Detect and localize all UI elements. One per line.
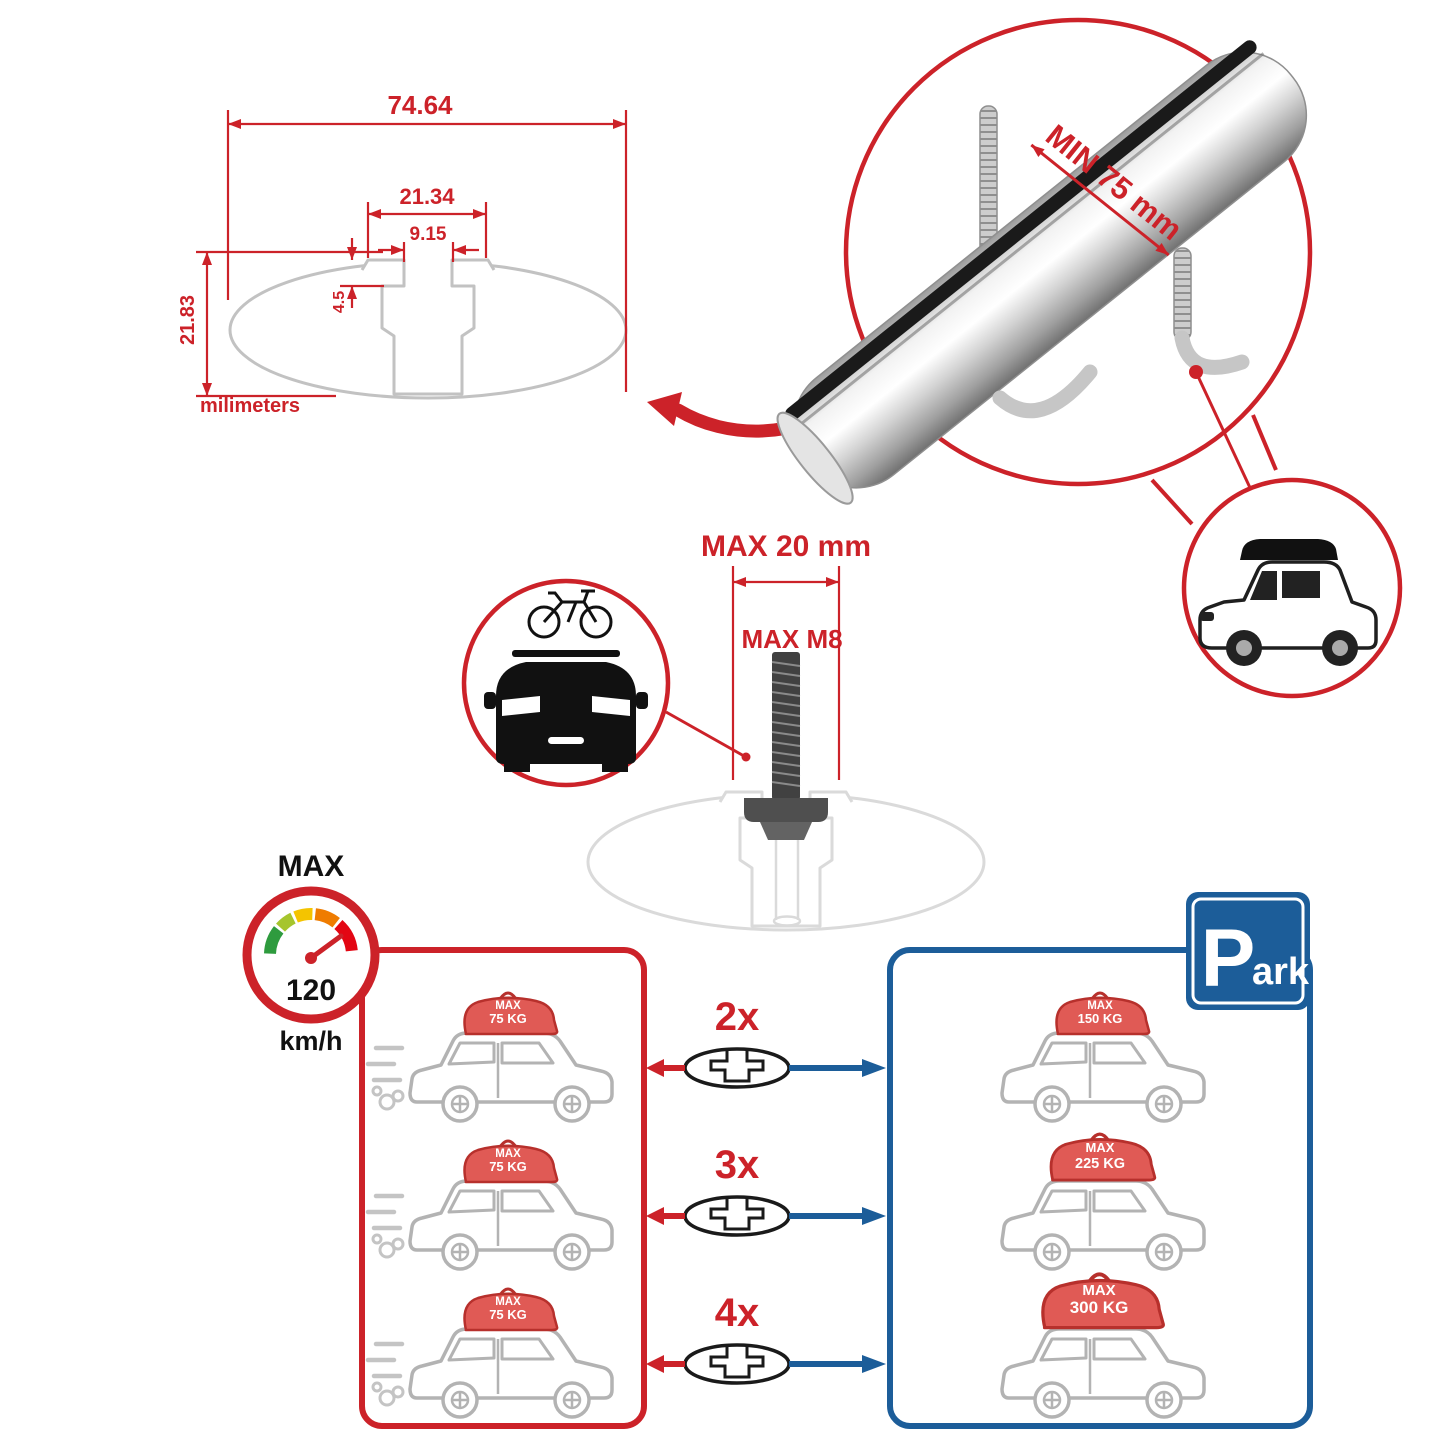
- dim-height-label: 21.83: [177, 295, 199, 345]
- ghost-shaft-tip: [772, 915, 802, 927]
- dim-width: 74.64: [226, 90, 628, 392]
- bag-label-1: MAX: [495, 1000, 521, 1012]
- callout-line: [1194, 371, 1254, 493]
- mirror-right: [636, 692, 648, 709]
- speed-value: 120: [286, 974, 336, 1007]
- bolt-threads: [771, 661, 801, 787]
- red-arrow-3: [646, 1355, 664, 1373]
- gauge-arc: [264, 908, 358, 955]
- dim-channel-opening-label: 9.15: [410, 224, 447, 245]
- dim-height: 21.83: [177, 250, 383, 398]
- dim-lip-depth-label: 4.5: [331, 291, 348, 313]
- dim-lip-depth: 4.5: [331, 238, 384, 313]
- park-sign-suffix: ark: [1252, 951, 1310, 993]
- mini-profile-1: [683, 1047, 791, 1089]
- blue-arrow-3: [862, 1355, 886, 1373]
- clamp-hook-1: [992, 364, 1098, 419]
- cross-section-drawing: 74.64 21.34 9.15 4.5 21.83 milimeters: [177, 90, 628, 417]
- dim-channel-outer-label: 21.34: [399, 184, 455, 209]
- bag-weight-2: 75 KG: [489, 1159, 527, 1174]
- headlight-left: [502, 696, 540, 716]
- clamp-rod-2: [1173, 247, 1192, 341]
- connector-line-1: [1251, 414, 1278, 471]
- multiplier-rows: 2x 3x 4x: [646, 995, 886, 1385]
- bike-callout-dot: [741, 752, 751, 762]
- grille: [548, 737, 584, 744]
- multiplier-label-3: 4x: [715, 1291, 760, 1335]
- ghost-shaft: [774, 840, 800, 920]
- blue-arrow-1: [862, 1059, 886, 1077]
- dim-width-label: 74.64: [387, 90, 453, 120]
- parked-bag-weight-3: 300 KG: [1070, 1298, 1129, 1317]
- max-clamp-label: MAX 20 mm: [701, 530, 871, 563]
- bag-weight-1: 75 KG: [489, 1011, 527, 1026]
- crossbar-detail-circle: MIN 75 mm: [776, 17, 1313, 526]
- parked-bag-label-3: MAX: [1082, 1282, 1115, 1299]
- roof-rail: [512, 650, 620, 657]
- bolt-section: MAX 20 mm MAX M8: [586, 530, 986, 932]
- multiplier-label-1: 2x: [715, 995, 760, 1039]
- suv-body: [1198, 560, 1378, 650]
- red-arrow-1: [646, 1059, 664, 1077]
- car-front-body: [496, 662, 636, 764]
- headlight-right: [592, 696, 630, 716]
- parked-bag-weight-1: 150 KG: [1078, 1011, 1123, 1026]
- crossbar-profile-shape: [228, 246, 628, 400]
- dim-channel-opening: 9.15: [378, 224, 479, 262]
- bike-rack-circle: [461, 578, 751, 788]
- suv-headlight: [1200, 612, 1214, 621]
- mini-profile-2: [683, 1195, 791, 1237]
- bag-weight-3: 75 KG: [489, 1307, 527, 1322]
- connector-line-2: [1150, 478, 1194, 526]
- parked-cars: MAX 150 KG MAX 225 KG MAX 300 KG: [1000, 991, 1206, 1419]
- bolt-plate: [744, 798, 828, 822]
- multiplier-label-2: 3x: [715, 1143, 760, 1187]
- suv-roofbox-circle: [1181, 477, 1403, 699]
- speed-units: km/h: [279, 1026, 342, 1056]
- max-thread-label: MAX M8: [741, 624, 842, 654]
- mirror-left: [484, 692, 496, 709]
- units-label: milimeters: [200, 395, 300, 417]
- parked-bag-weight-2: 225 KG: [1075, 1156, 1125, 1172]
- bike-callout-line: [665, 710, 745, 758]
- dim-channel-outer: 21.34: [366, 184, 488, 258]
- mini-profile-3: [683, 1343, 791, 1385]
- blue-arrow-2: [862, 1207, 886, 1225]
- suv-windows: [1250, 571, 1320, 600]
- parked-bag-label-1: MAX: [1087, 1000, 1113, 1012]
- bag-label-2: MAX: [495, 1148, 521, 1160]
- parked-bag-label-2: MAX: [1086, 1140, 1115, 1155]
- roof-box: [1240, 539, 1338, 560]
- park-sign: P ark: [1186, 892, 1310, 1010]
- bag-label-3: MAX: [495, 1296, 521, 1308]
- clamp-hook-2: [1174, 330, 1250, 375]
- bike-icon: [527, 589, 613, 639]
- red-arrow-2: [646, 1207, 664, 1225]
- park-sign-p: P: [1201, 913, 1256, 1004]
- speed-max-label: MAX: [278, 850, 345, 883]
- driving-cars: MAX 75 KG MAX 75 KG MAX 75 KG: [368, 991, 614, 1419]
- clamp-rod-1: [979, 105, 998, 257]
- speedometer: MAX 120 km/h: [242, 850, 380, 1056]
- bolt-plate-lower: [760, 822, 812, 840]
- gauge-needle: [308, 933, 344, 961]
